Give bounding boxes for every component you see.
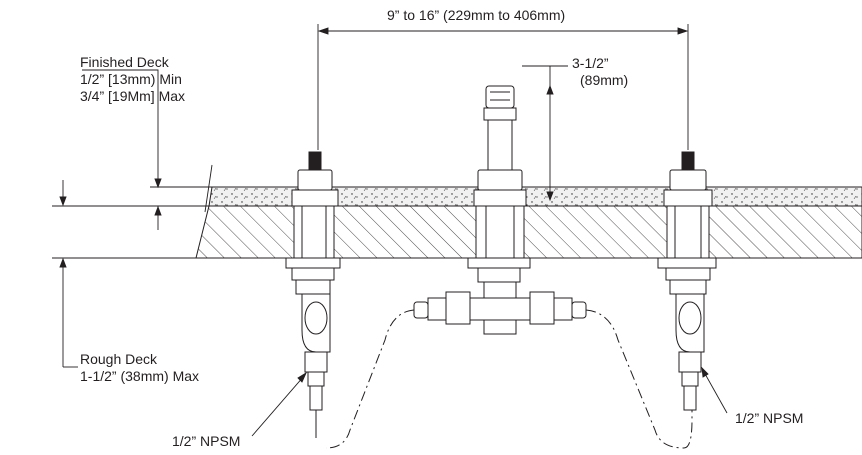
connection-left-label: 1/2” NPSM xyxy=(172,433,241,449)
spread-dimension xyxy=(317,24,689,150)
finished-deck-title: Finished Deck xyxy=(80,54,169,70)
spout-valve xyxy=(413,85,587,335)
rough-deck-dimension xyxy=(59,257,78,368)
finished-deck-dimension xyxy=(59,69,162,230)
spread-dimension-label: 9” to 16” (229mm to 406mm) xyxy=(387,7,566,23)
reference-lines xyxy=(52,164,295,259)
right-handle-valve xyxy=(657,151,717,411)
spout-height-metric: (89mm) xyxy=(580,72,629,88)
left-handle-valve xyxy=(285,151,341,438)
finished-deck-max: 3/4” [19Mm] Max xyxy=(80,88,186,104)
rough-deck-max: 1-1/2” (38mm) Max xyxy=(80,368,200,384)
flexible-supply-hoses xyxy=(325,309,693,449)
leader-lines xyxy=(251,366,728,437)
connection-right-label: 1/2” NPSM xyxy=(735,410,804,426)
finished-deck-min: 1/2” [13mm) Min xyxy=(80,71,182,87)
spout-height-imperial: 3-1/2” xyxy=(572,55,609,71)
spout-dimension xyxy=(522,65,568,202)
rough-deck-title: Rough Deck xyxy=(80,351,158,367)
